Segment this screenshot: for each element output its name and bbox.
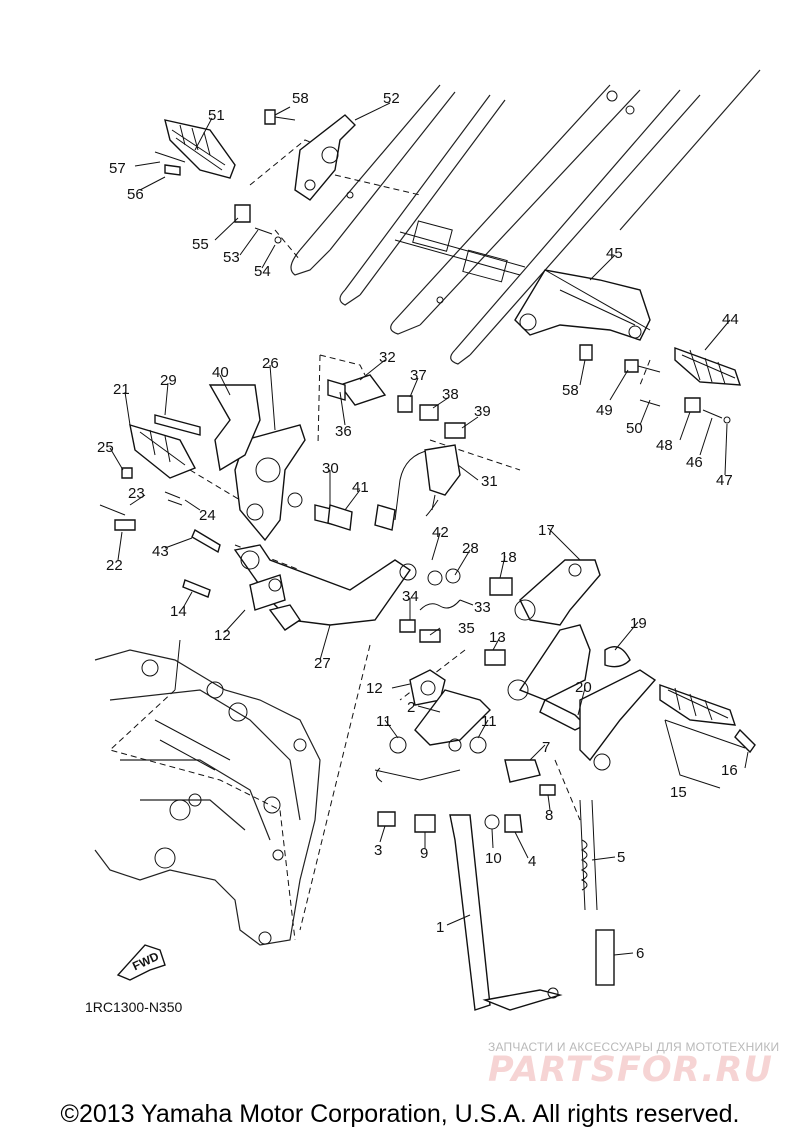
callout-2: 2 [407,699,415,716]
callout-37: 37 [410,367,427,384]
callout-58-lower: 58 [562,382,579,399]
callout-15: 15 [670,784,687,801]
callout-50: 50 [626,420,643,437]
callout-29: 29 [160,372,177,389]
callout-18: 18 [500,549,517,566]
watermark-subtitle: ЗАПЧАСТИ И АКСЕССУАРЫ ДЛЯ МОТОТЕХНИКИ [488,1040,780,1054]
callout-13: 13 [489,629,506,646]
callout-23: 23 [128,485,145,502]
callout-34: 34 [402,588,419,605]
callout-8: 8 [545,807,553,824]
callout-20: 20 [575,679,592,696]
callout-41: 41 [352,479,369,496]
callout-52: 52 [383,90,400,107]
callout-35: 35 [458,620,475,637]
callout-39: 39 [474,403,491,420]
callout-40: 40 [212,364,229,381]
callout-58-upper: 58 [292,90,309,107]
callout-57: 57 [109,160,126,177]
callout-54: 54 [254,263,271,280]
callout-19: 19 [630,615,647,632]
part-sidestand [374,669,615,1011]
callout-12-lower: 12 [366,680,383,697]
callout-48: 48 [656,437,673,454]
callout-51: 51 [208,107,225,124]
callout-6: 6 [636,945,644,962]
callout-16: 16 [721,762,738,779]
callout-49: 49 [596,402,613,419]
copyright-notice: ©2013 Yamaha Motor Corporation, U.S.A. A… [60,1100,740,1128]
watermark-logo: PARTSFOR.RU [488,1050,773,1090]
callout-3: 3 [374,842,382,859]
callout-38: 38 [442,386,459,403]
part-rear-footrest-left [154,109,356,244]
callout-5: 5 [617,849,625,866]
callout-43: 43 [152,543,169,560]
callout-11-right: 11 [481,713,497,730]
leader-lines [109,102,749,956]
drawing-code: 1RC1300-N350 [85,999,182,1015]
callout-55: 55 [192,236,209,253]
callout-24: 24 [199,507,216,524]
callout-14: 14 [170,603,187,620]
main-frame [94,649,321,946]
callout-4: 4 [528,853,536,870]
callout-22: 22 [106,557,123,574]
callout-46: 46 [686,454,703,471]
callout-9: 9 [420,845,428,862]
callout-33: 33 [474,599,491,616]
callout-36: 36 [335,423,352,440]
callout-44: 44 [722,311,739,328]
callout-56: 56 [127,186,144,203]
forward-direction-arrow: FWD [116,944,166,981]
part-brake-pedal [182,374,466,643]
part-front-footrest-bracket-left [99,384,306,542]
part-rear-set-right [484,559,756,771]
callout-7: 7 [542,739,550,756]
callout-32: 32 [379,349,396,366]
callout-42: 42 [432,524,449,541]
callout-45: 45 [606,245,623,262]
part-rear-footrest-right [514,269,741,424]
part-callouts: 1 2 3 4 5 6 7 8 9 10 11 11 12 12 13 14 1… [85,90,739,1015]
callout-11-left: 11 [376,713,392,730]
callout-1: 1 [436,919,444,936]
callout-12-upper: 12 [214,627,231,644]
callout-53: 53 [223,249,240,266]
callout-31: 31 [481,473,498,490]
callout-26: 26 [262,355,279,372]
callout-28: 28 [462,540,479,557]
callout-27: 27 [314,655,331,672]
callout-21: 21 [113,381,130,398]
callout-10: 10 [485,850,502,867]
callout-30: 30 [322,460,339,477]
subframe-rails [290,69,761,365]
callout-25: 25 [97,439,114,456]
callout-17: 17 [538,522,555,539]
callout-47: 47 [716,472,733,489]
